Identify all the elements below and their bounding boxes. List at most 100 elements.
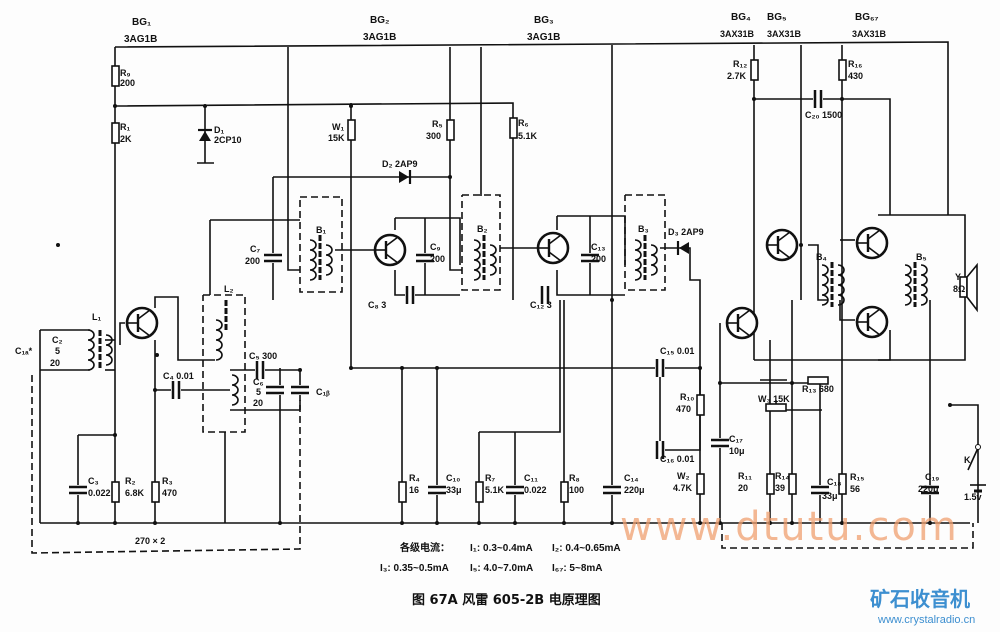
diode-triangle [199,131,211,141]
wire [350,103,700,369]
junction-dot [477,521,481,525]
current-i2: I₂: 0.4~0.65mA [552,543,621,554]
resistor-symbol [111,65,120,87]
capacitor-symbol [540,286,550,304]
bg1-type: 3AG1B [124,34,157,45]
w3-label: W₃ 15K [758,394,790,404]
r6-label: R₆ [518,118,529,128]
c6-value-2: 20 [253,398,263,408]
r7-label: R₇ [485,473,495,483]
transistor-collector [777,231,791,242]
current-notes: 各级电流： I₁: 0.3~0.4mA I₂: 0.4~0.65mA I₃: 0… [380,541,621,574]
transistor-emitter [737,326,751,337]
switch-contact-icon [975,444,981,450]
d2-label: D₂ 2AP9 [382,159,418,169]
r3-value: 470 [162,488,177,498]
dashed-line [299,196,343,293]
r15-label: R₁₅ [850,472,864,482]
capacitor-gap [540,286,550,304]
wire [839,300,855,321]
r15-value: 56 [850,484,860,494]
dashed-line [721,523,974,549]
wire [114,102,514,300]
diode-d2-symbol [399,170,412,184]
junction-dot [768,521,772,525]
wire [754,98,891,215]
watermark-url: www.crystalradio.cn [877,614,975,626]
capacitor-gap [171,381,181,399]
transistor-emitter [548,251,562,262]
junction-dot [400,366,404,370]
l1-label: L₁ [92,312,101,322]
b2-label: B₂ [477,224,488,234]
r12-label: R₁₂ [733,59,747,69]
transistor-symbol [765,228,799,262]
watermark-logo: 矿石收音机 [870,587,970,611]
bg1-label: BG₁ [132,17,151,28]
resistor-symbol [696,473,705,495]
figure-caption: 图 67A 风雷 605-2B 电原理图 [412,592,601,608]
audio-transformer-primary [904,264,912,306]
capacitor-symbol [171,381,181,399]
b1-label: B₁ [316,225,326,235]
junction-dot [799,243,803,247]
electrolytic-capacitor-symbol [921,485,939,495]
c7-value: 200 [245,256,260,266]
r16-label: R₁₆ [848,59,862,69]
junction-dot [113,521,117,525]
capacitor-gap [264,253,282,263]
r7-value: 5.1K [485,485,505,495]
capacitor-gap [655,441,665,459]
junction-dot [610,298,614,302]
audio-transformer-secondary [920,264,928,306]
electrolytic-capacitor-symbol [711,438,729,448]
w1-label: W₁ [332,122,344,132]
diode-d3-symbol [676,241,689,255]
bg5-type: 3AX31B [767,29,802,39]
c2-value-2: 20 [50,358,60,368]
bg4-label: BG₄ [731,12,751,23]
c17-label: C₁₇ [729,434,743,444]
c17-value: 10μ [729,446,745,456]
capacitor-gap [921,485,939,495]
junction-dot [203,104,207,108]
r11-value: 20 [738,483,748,493]
c11-label: C₁₁ [524,473,538,483]
junction-dot [948,403,952,407]
transistor-symbol [536,231,570,265]
zener-diode-d1-symbol [198,128,212,141]
c3-label: C₃ [88,476,99,486]
wire [119,322,125,345]
c18-value: 33μ [822,491,838,501]
junction-dot [718,381,722,385]
junction-dot [56,243,60,247]
resistor-symbol [111,481,120,503]
c8-label: C₈ 3 [368,300,386,310]
r4-value: 16 [409,485,419,495]
antenna-coil-secondary [105,334,113,366]
junction-dot [562,521,566,525]
resistor-symbol [151,481,160,503]
transistor-emitter [867,325,881,336]
r6-value: 5.1K [518,131,538,141]
junction-dot [278,521,282,525]
r12-value: 2.7K [727,71,747,81]
capacitor-symbol [291,385,309,395]
power-switch-icon [967,447,979,471]
l2-label: L₂ [224,284,234,294]
c13-label: C₁₃ [591,242,605,252]
c11-value: 0.022 [524,485,547,495]
wire [556,270,625,296]
transistor-emitter [137,326,151,337]
junction-dot [752,97,756,101]
r4-label: R₄ [409,473,420,483]
r1-label: R₁ [120,122,130,132]
capacitor-gap [581,253,599,263]
resistor-symbol [446,119,455,141]
resistor-symbol [696,394,705,416]
transformer-secondary [489,244,497,276]
capacitor-symbol [655,441,665,459]
c3-value: 0.022 [88,488,111,498]
c20-label: C₂₀ 1500 [805,110,842,120]
resistor-symbol [765,403,787,412]
